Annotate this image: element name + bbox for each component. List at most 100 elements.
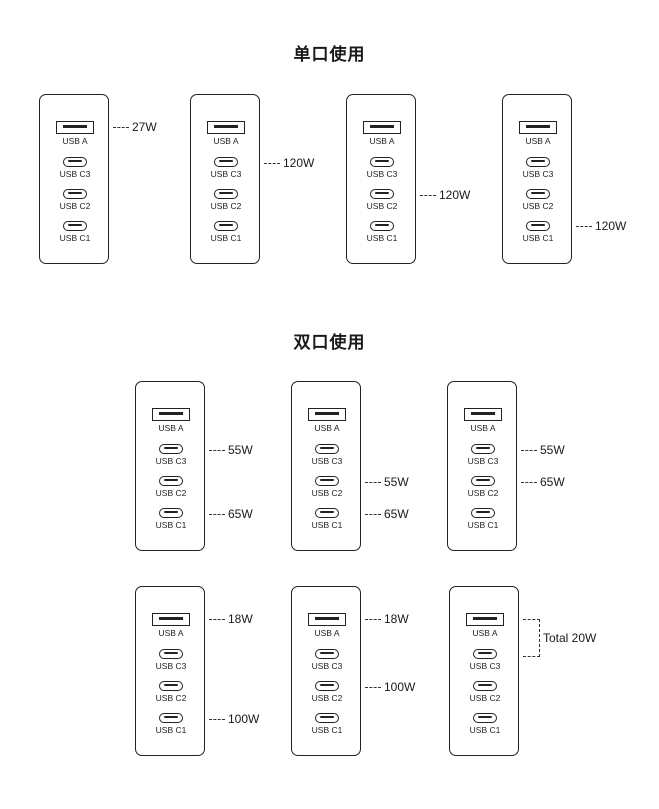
- usb-c-port-icon: [473, 681, 497, 691]
- port-usb-c3: USB C3: [448, 444, 518, 466]
- port-usb-c3: USB C3: [503, 157, 573, 179]
- charger-single-usb-c2: USB A USB C3 USB C2 USB C1: [346, 94, 416, 264]
- port-usb-c2: USB C2: [191, 189, 261, 211]
- port-label: USB C2: [59, 201, 91, 211]
- usb-a-port-icon: [152, 613, 190, 626]
- total-bracket: [523, 619, 540, 657]
- port-label: USB C3: [210, 169, 242, 179]
- power-label: 65W: [384, 507, 409, 521]
- power-label: 100W: [384, 680, 416, 694]
- charger-dual-c2-c1: USB A USB C3 USB C2 USB C1: [291, 381, 361, 551]
- usb-c-port-icon: [370, 157, 394, 167]
- port-usb-c3: USB C3: [347, 157, 417, 179]
- port-label: USB C3: [467, 456, 499, 466]
- power-label: 65W: [540, 475, 565, 489]
- charger-single-usb-a: USB A USB C3 USB C2 USB C1: [39, 94, 109, 264]
- port-label: USB C3: [59, 169, 91, 179]
- port-label: USB A: [314, 423, 340, 433]
- port-label: USB C3: [366, 169, 398, 179]
- usb-c-port-icon: [63, 221, 87, 231]
- usb-c-port-icon: [159, 649, 183, 659]
- port-label: USB C2: [467, 488, 499, 498]
- section-title-single-port: 单口使用: [293, 45, 366, 65]
- usb-c-port-icon: [526, 157, 550, 167]
- leader-line: [264, 163, 280, 164]
- port-label: USB C2: [210, 201, 242, 211]
- usb-c-port-icon: [370, 221, 394, 231]
- leader-line: [365, 514, 381, 515]
- port-usb-c2: USB C2: [448, 476, 518, 498]
- port-label: USB A: [314, 628, 340, 638]
- leader-line: [521, 482, 537, 483]
- power-label: 65W: [228, 507, 253, 521]
- power-label: 100W: [228, 712, 260, 726]
- port-label: USB C2: [366, 201, 398, 211]
- port-usb-c2: USB C2: [450, 681, 520, 703]
- usb-a-port-icon: [56, 121, 94, 134]
- usb-a-port-icon: [308, 613, 346, 626]
- port-usb-c1: USB C1: [136, 508, 206, 530]
- port-usb-c3: USB C3: [40, 157, 110, 179]
- usb-a-port-icon: [519, 121, 557, 134]
- port-usb-c2: USB C2: [347, 189, 417, 211]
- usb-a-port-icon: [152, 408, 190, 421]
- charger-dual-c3-c2: USB A USB C3 USB C2 USB C1: [447, 381, 517, 551]
- port-label: USB C3: [469, 661, 501, 671]
- power-label: 18W: [384, 612, 409, 626]
- port-label: USB C3: [155, 661, 187, 671]
- leader-line: [365, 619, 381, 620]
- usb-a-port-icon: [308, 408, 346, 421]
- usb-c-port-icon: [471, 476, 495, 486]
- leader-line: [576, 226, 592, 227]
- usb-c-port-icon: [315, 649, 339, 659]
- port-label: USB C3: [311, 661, 343, 671]
- port-usb-c3: USB C3: [292, 444, 362, 466]
- usb-c-port-icon: [471, 444, 495, 454]
- port-usb-a: USB A: [136, 408, 206, 433]
- leader-line: [365, 482, 381, 483]
- port-label: USB C1: [467, 520, 499, 530]
- port-label: USB A: [525, 136, 551, 146]
- port-usb-c1: USB C1: [191, 221, 261, 243]
- power-label: Total 20W: [543, 631, 597, 645]
- charger-single-usb-c3: USB A USB C3 USB C2 USB C1: [190, 94, 260, 264]
- power-label: 55W: [384, 475, 409, 489]
- usb-a-port-icon: [464, 408, 502, 421]
- port-label: USB C1: [311, 520, 343, 530]
- usb-c-port-icon: [315, 681, 339, 691]
- port-label: USB C3: [155, 456, 187, 466]
- port-label: USB C3: [522, 169, 554, 179]
- port-label: USB C2: [155, 693, 187, 703]
- usb-c-port-icon: [214, 221, 238, 231]
- leader-line: [521, 450, 537, 451]
- usb-c-port-icon: [526, 189, 550, 199]
- usb-c-port-icon: [159, 681, 183, 691]
- usb-c-port-icon: [473, 649, 497, 659]
- port-label: USB C3: [311, 456, 343, 466]
- leader-line: [209, 619, 225, 620]
- usb-c-port-icon: [370, 189, 394, 199]
- usb-c-port-icon: [63, 157, 87, 167]
- port-label: USB A: [472, 628, 498, 638]
- section-title-dual-port: 双口使用: [293, 333, 366, 353]
- usb-c-port-icon: [315, 476, 339, 486]
- leader-line: [420, 195, 436, 196]
- usb-c-port-icon: [315, 713, 339, 723]
- port-label: USB C1: [155, 520, 187, 530]
- usb-c-port-icon: [159, 476, 183, 486]
- port-usb-c2: USB C2: [136, 681, 206, 703]
- power-label: 55W: [540, 443, 565, 457]
- power-label: 27W: [132, 120, 157, 134]
- port-label: USB C2: [522, 201, 554, 211]
- charger-single-usb-c1: USB A USB C3 USB C2 USB C1: [502, 94, 572, 264]
- port-label: USB C2: [311, 488, 343, 498]
- usb-c-port-icon: [315, 444, 339, 454]
- leader-line: [209, 514, 225, 515]
- usb-c-port-icon: [214, 157, 238, 167]
- port-usb-c1: USB C1: [347, 221, 417, 243]
- port-label: USB A: [369, 136, 395, 146]
- usb-c-port-icon: [473, 713, 497, 723]
- charger-dual-c3-c1: USB A USB C3 USB C2 USB C1: [135, 381, 205, 551]
- port-label: USB C1: [59, 233, 91, 243]
- port-usb-a: USB A: [503, 121, 573, 146]
